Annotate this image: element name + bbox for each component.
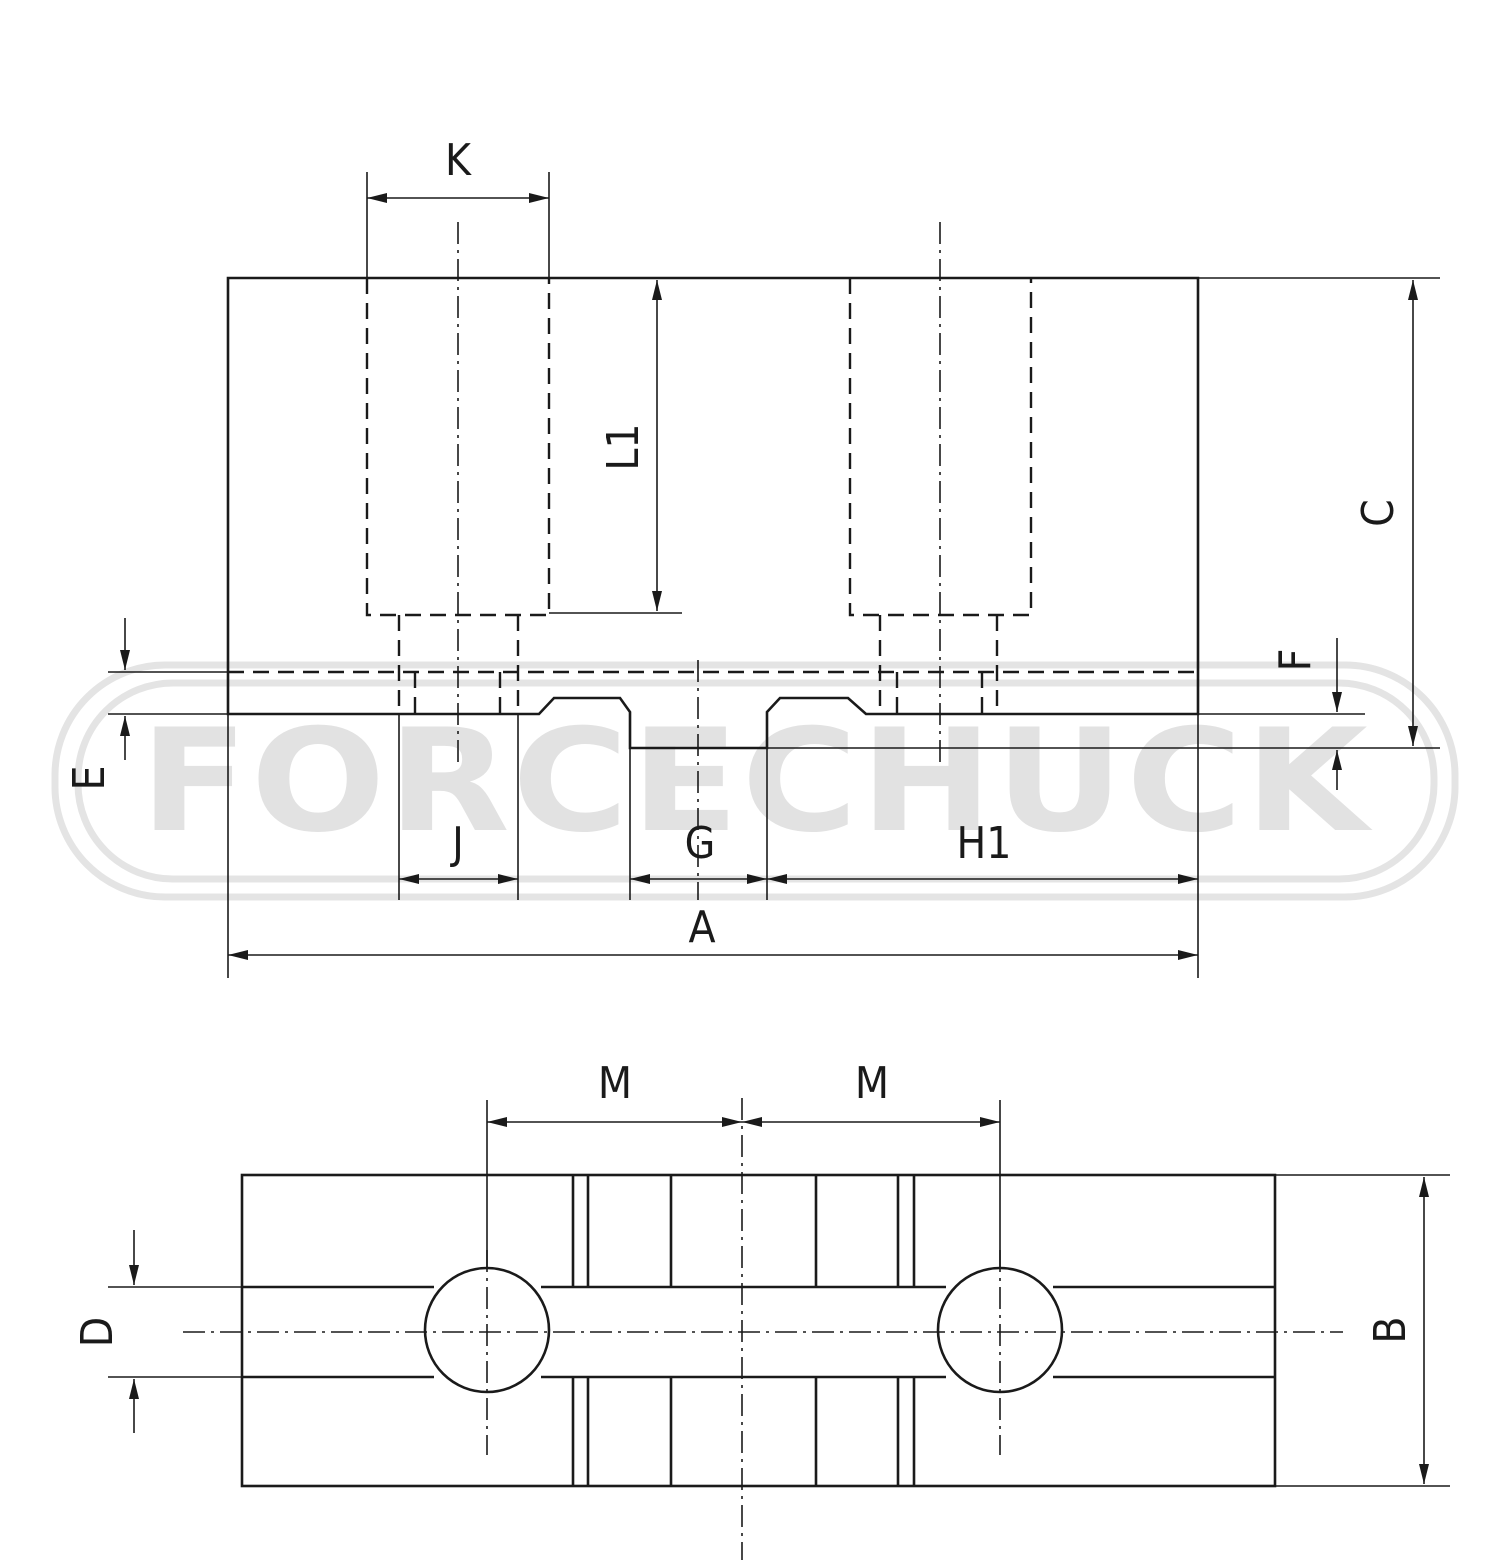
label-D: D [72,1317,123,1348]
key-vertical-lines [571,1175,916,1486]
label-G: G [685,818,716,869]
label-M-left: M [598,1058,632,1109]
watermark-text: FORCECHUCK [140,699,1373,864]
label-M-right: M [855,1058,889,1109]
top-body-outline [240,1173,1277,1488]
label-A: A [688,902,715,953]
dim-C: C [767,277,1440,749]
dim-M-right: M [742,1058,1001,1268]
jaw-body-outline [226,276,1200,750]
label-B: B [1365,1316,1416,1343]
right-counterbore-hidden [848,278,1033,715]
dim-K: K [366,135,550,278]
dim-L1: L1 [549,280,682,614]
side-view: K L1 C F E [64,135,1440,978]
dim-D: D [72,1230,242,1433]
slot-lines [242,1285,1275,1379]
dim-J: J [398,715,519,900]
label-H1: H1 [957,818,1012,869]
label-E: E [64,765,115,790]
label-K: K [445,135,472,186]
label-C: C [1353,499,1404,527]
dim-G: G [629,748,768,900]
dim-E: E [64,618,228,791]
left-counterbore-hidden [365,278,551,715]
dim-M-left: M [486,1058,742,1268]
dim-H1: H1 [767,818,1198,884]
label-L1: L1 [598,423,649,470]
label-F: F [1270,649,1321,672]
watermark-frame-outer [51,661,1459,901]
label-J: J [449,818,464,869]
top-view: M M D B [72,1058,1450,1560]
dim-A: A [228,902,1198,960]
dim-F: F [1198,638,1365,790]
dim-B: B [1275,1174,1450,1487]
watermark: FORCECHUCK [51,661,1459,901]
